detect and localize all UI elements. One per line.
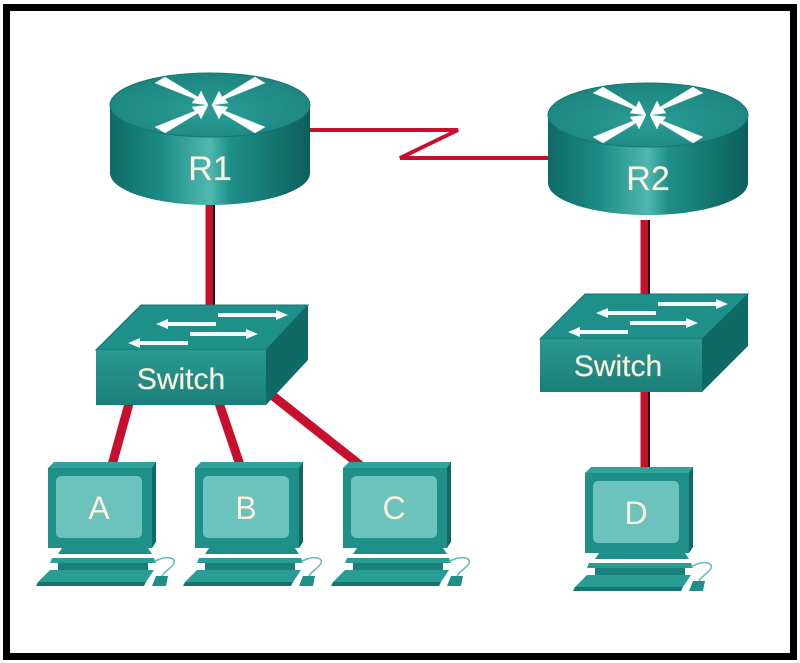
switch-label: Switch <box>137 363 225 396</box>
mouse-cord <box>448 556 470 577</box>
router-r1[interactable]: R1 <box>109 72 311 205</box>
mouse-icon <box>689 581 705 591</box>
switch-label: Switch <box>574 350 662 383</box>
mouse-icon <box>299 576 315 586</box>
switch-arrows-icon <box>128 310 288 348</box>
mouse-cord <box>300 556 322 577</box>
router-r2[interactable]: R2 <box>547 82 749 215</box>
mouse-cord <box>153 556 175 577</box>
pc-label: B <box>235 490 256 526</box>
link-switch1-a[interactable] <box>107 398 135 467</box>
links <box>107 128 650 470</box>
pc-screen <box>593 481 679 543</box>
pc-screen <box>56 476 142 538</box>
pc-b[interactable]: B <box>183 462 322 586</box>
pc-screen <box>203 476 289 538</box>
switch-1[interactable]: Switch <box>94 304 310 405</box>
pc-d[interactable]: D <box>573 467 712 591</box>
pc-a[interactable]: A <box>36 462 175 586</box>
link-switch1-b[interactable] <box>213 398 245 467</box>
pc-screen <box>351 476 437 538</box>
switch-2[interactable]: Switch <box>538 293 750 392</box>
mouse-icon <box>152 576 168 586</box>
router-label: R1 <box>188 150 231 188</box>
pc-label: A <box>88 490 110 526</box>
mouse-icon <box>447 576 463 586</box>
serial-link-r1-r2[interactable] <box>305 128 552 160</box>
link-switch1-c[interactable] <box>265 388 363 469</box>
pc-c[interactable]: C <box>331 462 470 586</box>
pc-label: D <box>624 495 647 531</box>
pc-label: C <box>382 490 405 526</box>
mouse-cord <box>690 561 712 582</box>
switch-arrows-icon <box>568 299 728 337</box>
router-label: R2 <box>626 160 669 198</box>
